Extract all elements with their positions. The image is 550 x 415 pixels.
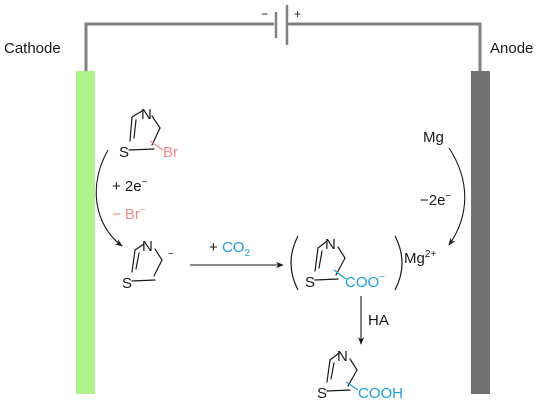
co2-reagent-label: + CO2 [209, 239, 250, 259]
cathode-label: Cathode [4, 40, 61, 57]
circuit-wire [84, 22, 482, 71]
nitrogen-atom: N [141, 106, 152, 123]
nitrogen-atom: N [337, 348, 348, 365]
electron-gain-label: + 2e− [112, 177, 148, 195]
acid-reagent-label: HA [368, 312, 389, 329]
cathode-electrode [76, 71, 95, 394]
thiazole-carboxylic-acid-molecule: N S COOH [317, 348, 403, 402]
thiazolyl-anion-molecule: N S − [122, 238, 174, 292]
bromine-substituent: Br [163, 144, 178, 161]
bromothiazole-molecule: N S Br [119, 106, 178, 161]
battery-plus-label: + [294, 7, 301, 21]
right-parenthesis [394, 235, 403, 291]
nitrogen-atom: N [325, 236, 336, 253]
electron-loss-label: −2e− [420, 191, 451, 209]
anode-electrode [471, 71, 490, 394]
sulfur-atom: S [122, 275, 132, 292]
battery-symbol: − + [261, 5, 301, 45]
left-parenthesis [290, 235, 299, 291]
carboxylate-group: COO− [345, 272, 385, 291]
battery-minus-label: − [261, 7, 268, 21]
anode-label: Anode [490, 40, 533, 57]
reduction-arrow [95, 149, 123, 247]
anion-charge: − [168, 249, 174, 260]
carboxylic-acid-group: COOH [358, 385, 403, 402]
magnesium-counter-ion: Mg2+ [404, 249, 436, 267]
sulfur-atom: S [317, 385, 327, 402]
sulfur-atom: S [305, 274, 315, 291]
bromide-loss-label: − Br− [112, 205, 146, 223]
thiazole-carboxylate-complex: N S COO− Mg2+ [290, 235, 436, 291]
oxidation-arrow [448, 147, 466, 246]
magnesium-label: Mg [423, 129, 444, 146]
nitrogen-atom: N [142, 238, 153, 255]
sulfur-atom: S [119, 144, 129, 161]
